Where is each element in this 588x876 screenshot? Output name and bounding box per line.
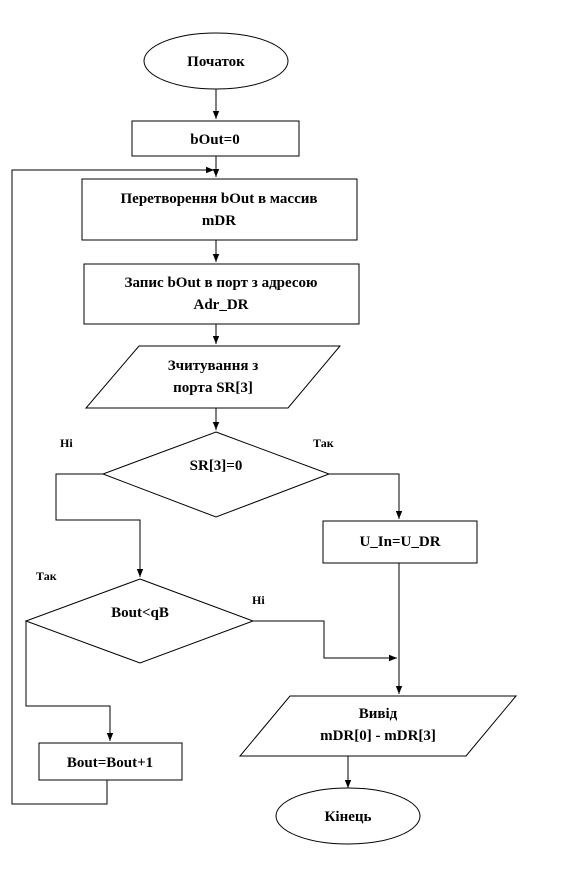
- init-node: bOut=0: [131, 120, 300, 157]
- decision1-yes-label: Так: [313, 436, 334, 450]
- end-node: Кінець: [275, 787, 421, 845]
- svg-text:Початок: Початок: [187, 54, 245, 70]
- svg-text:Зчитування з: Зчитування з: [168, 358, 258, 374]
- increment-node: Bout=Bout+1: [38, 742, 183, 781]
- svg-text:Запис bOut в порт з адресою: Запис bOut в порт з адресою: [125, 275, 318, 291]
- decision2-no-label: Ні: [252, 593, 265, 607]
- arrow-decision1-yes: [329, 473, 403, 519]
- svg-text:порта SR[3]: порта SR[3]: [173, 380, 253, 396]
- svg-text:Bout=Bout+1: Bout=Bout+1: [67, 755, 153, 771]
- decision1-node: SR[3]=0: [101, 431, 331, 518]
- svg-text:mDR: mDR: [202, 213, 236, 229]
- decision1-no-label: Ні: [60, 436, 73, 450]
- start-node: Початок: [143, 32, 289, 90]
- decision2-yes-label: Так: [36, 569, 57, 583]
- svg-text:Вивід: Вивід: [359, 706, 398, 722]
- convert-node: Перетворення bOut в массив mDR: [81, 178, 358, 241]
- svg-text:U_In=U_DR: U_In=U_DR: [359, 534, 440, 550]
- svg-text:Bout<qB: Bout<qB: [111, 605, 169, 621]
- svg-text:mDR[0] - mDR[3]: mDR[0] - mDR[3]: [320, 728, 436, 744]
- arrow-decision2-yes: [25, 621, 114, 741]
- assign-node: U_In=U_DR: [322, 520, 478, 564]
- write-node: Запис bOut в порт з адресою Adr_DR: [83, 263, 360, 325]
- output-node: Вивід mDR[0] - mDR[3]: [238, 695, 518, 757]
- read-node: Зчитування з порта SR[3]: [84, 345, 342, 409]
- svg-text:Adr_DR: Adr_DR: [194, 297, 249, 313]
- svg-text:SR[3]=0: SR[3]=0: [190, 458, 243, 474]
- arrow-loop-back: [11, 166, 214, 805]
- svg-text:Перетворення bOut в массив: Перетворення bOut в массив: [121, 191, 318, 207]
- decision2-node: Bout<qB: [24, 578, 255, 664]
- svg-text:bOut=0: bOut=0: [190, 132, 239, 148]
- svg-text:Кінець: Кінець: [325, 809, 372, 825]
- arrow-decision1-no: [55, 473, 144, 577]
- arrow-decision2-no: [253, 620, 397, 662]
